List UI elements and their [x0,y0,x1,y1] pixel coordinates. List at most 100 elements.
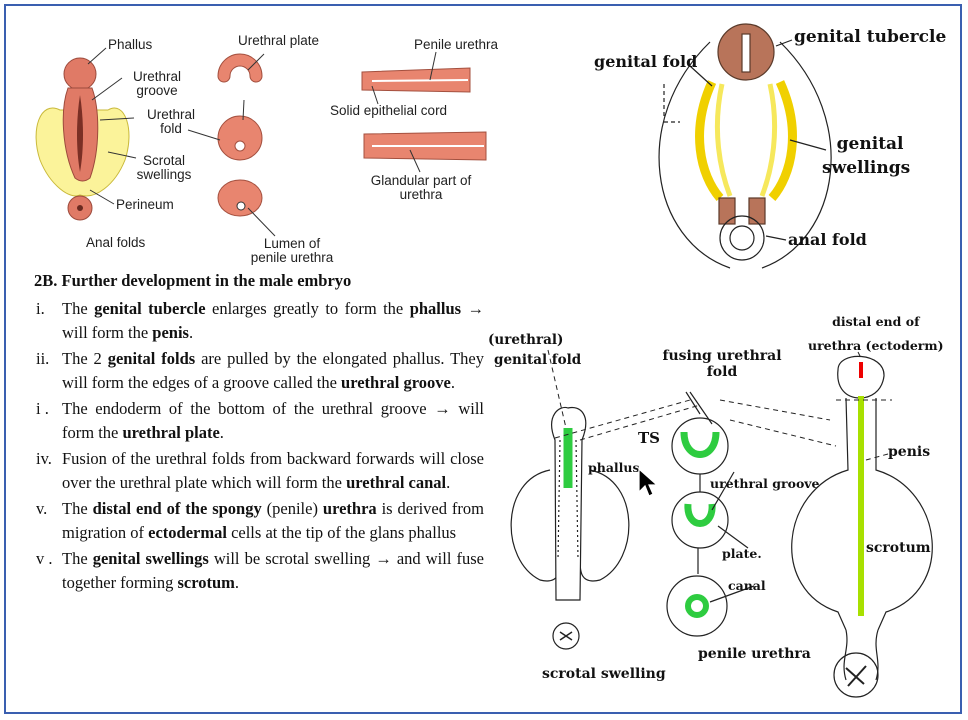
notes-text: . [188,323,194,342]
notes-emphasis: scrotum [177,573,235,592]
notes-item-number: ii. [36,349,50,368]
notes-text: . [450,373,455,392]
notes-panel: 2B. Further development in the male embr… [34,271,484,597]
label-genital-fold: genital fold [594,52,698,71]
label-line: Glandular part of [370,173,472,188]
notes-emphasis: genital folds [107,349,196,368]
label-urethral-genital-fold: (urethral) genital fold [488,332,581,368]
penile-urethra-longitudinal [361,67,487,161]
label-penis: penis [888,444,931,460]
notes-emphasis: ectodermal [148,523,227,542]
notes-text: The [62,549,93,568]
label-line: genital [836,134,904,154]
label-line: fusing urethral [662,348,782,364]
label-line: genital fold [494,352,582,368]
label-line: fold [706,364,738,380]
indifferent-genitalia-drawing [35,57,130,221]
notes-item: v . The genital swellings will be scrotal… [34,547,484,595]
label-penile-urethra: Penile urethra [414,37,499,52]
notes-emphasis: genital tubercle [94,299,206,318]
left-leader-lines [87,47,437,237]
label-line: penile urethra [250,250,334,265]
label-canal: canal [728,578,766,593]
phallus-stage-drawing [510,406,630,650]
notes-text: cells at the tip of the glans phallus [226,523,457,542]
label-line: distal end of [832,314,920,329]
notes-text: . [446,473,451,492]
notes-item-number: i. [36,299,45,318]
label-line: fold [160,121,182,136]
label-scrotal-swellings: Scrotal swellings [124,154,204,182]
label-urethral-groove: Urethral groove [122,70,192,98]
label-urethral-groove-bottom: urethral groove [710,476,820,491]
notes-text: is derived from migration of [62,499,484,542]
notes-text: . [234,573,240,592]
label-fusing-urethral-fold: fusing urethral fold [660,348,784,380]
notes-item: v.The distal end of the spongy (penile) … [34,497,484,545]
notes-emphasis: distal end of the spongy [92,499,262,518]
label-scrotal-swelling: scrotal swelling [542,666,666,682]
label-genital-tubercle: genital tubercle [794,27,947,47]
label-line: swellings [822,158,911,178]
notes-emphasis: genital swellings [92,549,209,568]
notes-item: ii. The 2 genital folds are pulled by the… [34,347,484,395]
notes-text: enlarges greatly to form the [205,299,410,318]
notes-item: i. The genital tubercle enlarges greatly … [34,297,484,345]
notes-text: will be scrotal swelling → and will fuse… [62,549,484,592]
notes-item: iv. Fusion of the urethral folds from bac… [34,447,484,495]
dashed-guides [547,349,892,461]
label-line: Urethral [132,69,181,84]
notes-emphasis: urethral plate [122,423,220,442]
label-genital-swellings: genital swellings [822,134,910,177]
label-solid-epithelial-cord: Solid epithelial cord [330,103,448,118]
indifferent-stage-drawing [658,23,832,269]
notes-emphasis: urethral groove [341,373,451,392]
label-line: urethra (ectoderm) [808,338,944,353]
cross-section-series [666,391,755,637]
label-phallus-bottom: phallus [588,460,640,475]
notes-emphasis: urethra [322,499,377,518]
urethra-cross-sections [217,53,263,217]
label-line: (urethral) [488,332,564,348]
label-penile-urethra-bottom: penile urethra [698,646,811,662]
label-urethral-fold: Urethral fold [134,108,208,136]
notes-list: i. The genital tubercle enlarges greatly … [34,297,484,595]
label-line: Scrotal [142,153,186,168]
notes-text: Fusion of the urethral folds from backwa… [62,449,484,492]
notes-text: . [219,423,224,442]
label-anal-fold: anal fold [788,230,867,249]
notes-item-number: i . [36,399,49,418]
notes-item: i . The endoderm of the bottom of the ure… [34,397,484,445]
notes-title: 2B. Further development in the male embr… [34,271,352,290]
label-lumen: Lumen of penile urethra [228,237,356,265]
label-perineum: Perineum [116,197,174,212]
notes-text: The [62,499,93,518]
notes-emphasis: phallus [409,299,462,318]
notes-text: The 2 [62,349,108,368]
notes-text: The endoderm of the bottom of the urethr… [62,399,484,442]
label-line: Urethral [146,107,195,122]
notes-text: The [62,299,95,318]
notes-text: are pulled by the elongated phallus. The… [62,349,484,392]
label-urethral-plate: Urethral plate [238,33,320,48]
label-glandular-part: Glandular part of urethra [350,174,492,202]
label-anal-folds: Anal folds [86,235,146,250]
notes-emphasis: penis [152,323,189,342]
label-ts: TS [638,429,660,447]
label-plate: plate. [722,546,762,561]
label-scrotum: scrotum [866,540,931,556]
mouse-pointer-icon [638,468,659,497]
notes-text: → will form the [62,299,484,342]
label-line: Lumen of [263,236,321,251]
notes-item-number: iv. [36,449,52,468]
label-distal-end: distal end of urethra (ectoderm) [808,314,944,354]
notes-item-number: v . [36,549,53,568]
label-line: swellings [136,167,192,182]
notes-item-number: v. [36,499,48,518]
penis-scrotum-drawing [791,355,933,698]
label-line: groove [136,83,178,98]
label-line: urethra [399,187,443,202]
notes-text: (penile) [261,499,323,518]
